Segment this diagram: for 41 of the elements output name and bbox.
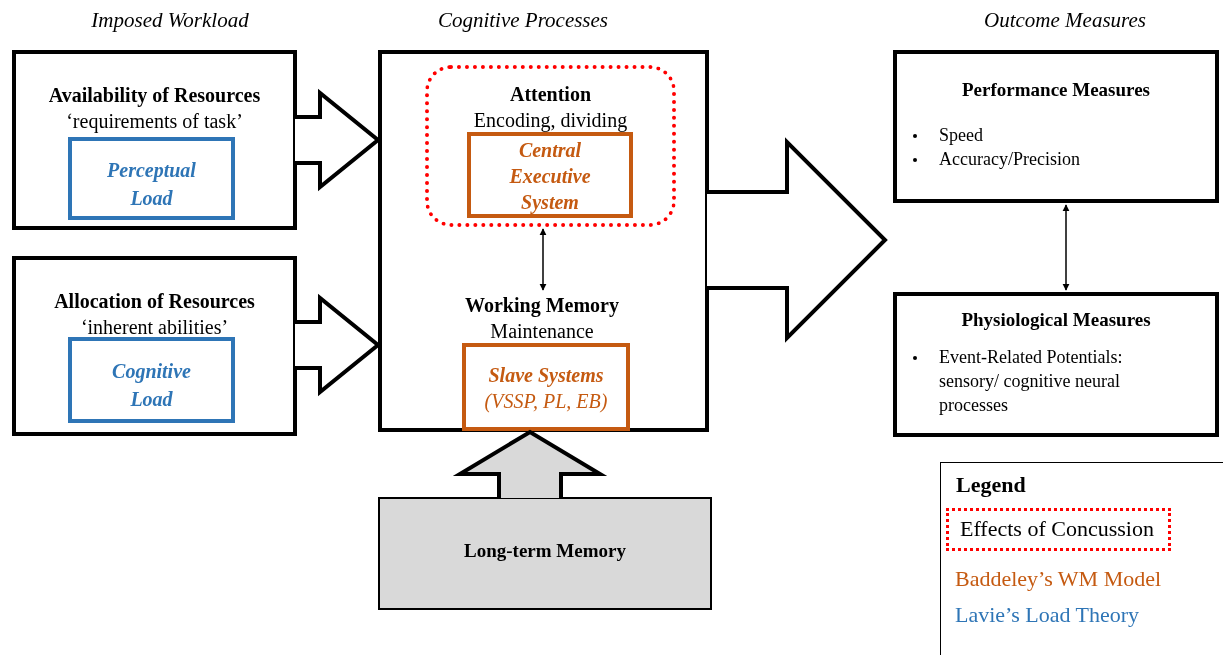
bullet-text: Speed [939, 123, 983, 147]
node-heading: Slave Systems [487, 363, 605, 388]
model-box [462, 343, 630, 431]
node-heading: Physiological Measures [960, 308, 1152, 332]
load-box [68, 137, 235, 220]
node-text: Maintenance [490, 319, 594, 344]
node-heading: Cognitive Load [111, 359, 192, 412]
dotted-region [425, 65, 676, 227]
node-heading: Attention [509, 82, 592, 107]
node-heading: Allocation of Resources [54, 289, 255, 314]
node-heading: Availability of Resources [48, 83, 261, 108]
bullet-text: Event-Related Potentials: sensory/ cognitive neural processes [939, 345, 1124, 418]
block-arrow [705, 137, 888, 343]
double-arrow [539, 228, 547, 291]
node-heading: Perceptual Load [106, 157, 197, 211]
node-text: ‘inherent abilities’ [80, 315, 229, 340]
load-box [68, 337, 235, 423]
node-text: Encoding, dividing [473, 108, 628, 133]
node-heading: Performance Measures [961, 78, 1151, 102]
column-heading: Outcome Measures [983, 8, 1147, 33]
column-heading: Cognitive Processes [436, 8, 610, 33]
process-box [12, 50, 297, 230]
process-box [12, 256, 297, 436]
bullet-text: Accuracy/Precision [939, 148, 1080, 171]
measure-box [893, 50, 1219, 203]
legend-label: Lavie’s Load Theory [954, 601, 1140, 630]
block-arrow [452, 429, 608, 500]
node-heading: Working Memory [465, 293, 619, 318]
measure-box [893, 292, 1219, 437]
node-heading: Long-term Memory [464, 539, 626, 563]
model-box [467, 132, 633, 218]
column-heading: Imposed Workload [90, 8, 250, 33]
legend-title: Legend [956, 472, 1027, 498]
legend-sample: Effects of Concussion [946, 508, 1171, 551]
process-container [378, 50, 709, 432]
node-text: ‘requirements of task’ [66, 109, 243, 134]
memory-box [378, 497, 712, 610]
legend-label: Baddeley’s WM Model [954, 564, 1162, 593]
node-text: (VSSP, PL, EB) [483, 389, 609, 414]
node-heading: Central Executive System [508, 138, 592, 215]
double-arrow [1062, 204, 1070, 291]
